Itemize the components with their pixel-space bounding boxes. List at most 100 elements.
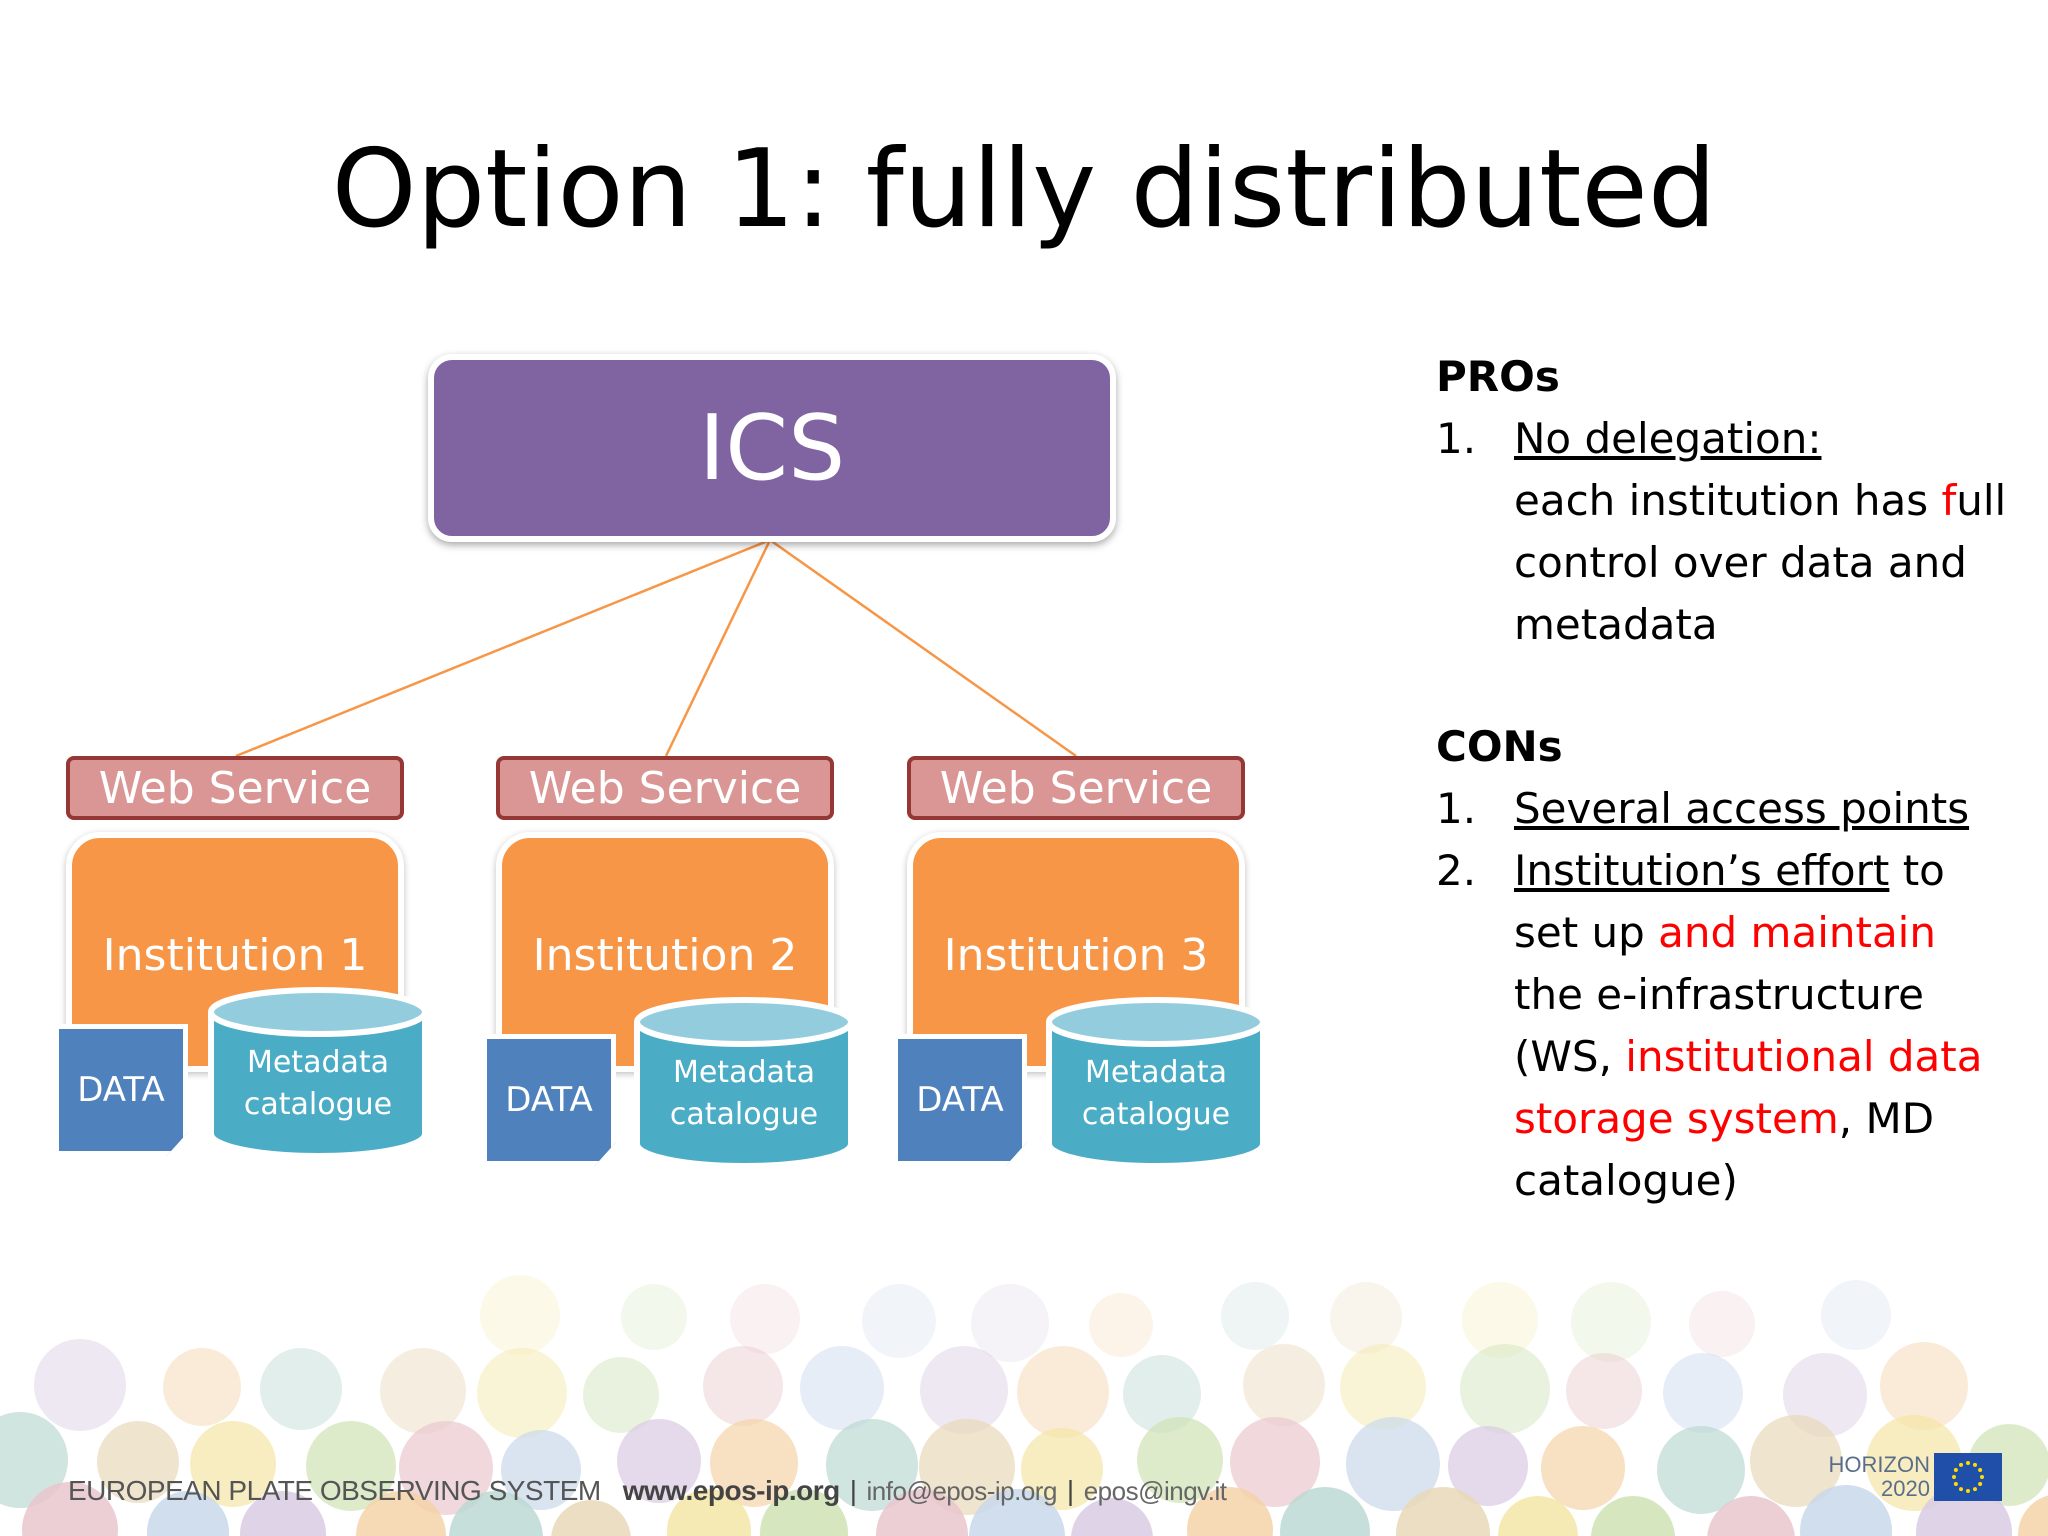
data-block-1: DATA <box>54 1024 188 1156</box>
decorative-dot <box>1280 1487 1370 1536</box>
footer-dots-background <box>0 1250 2048 1536</box>
eu-star <box>1973 1462 1977 1467</box>
decorative-dot <box>1017 1346 1109 1438</box>
decorative-dot <box>1498 1496 1578 1536</box>
decorative-dot <box>1591 1496 1675 1536</box>
item-text-red: and maintain <box>1658 908 1936 957</box>
eu-star <box>1959 1487 1963 1492</box>
item-text: , MD <box>1838 1094 1935 1143</box>
decorative-dot <box>501 1430 581 1510</box>
decorative-dot <box>919 1419 1015 1515</box>
horizon-line-2: 2020 <box>1881 1476 1930 1501</box>
footer-separator: | <box>1066 1475 1074 1506</box>
decorative-dot <box>730 1284 800 1354</box>
decorative-dot <box>1396 1487 1490 1536</box>
decorative-dot <box>34 1339 126 1431</box>
decorative-dot <box>667 1489 751 1536</box>
item-text: each institution has <box>1514 476 1942 525</box>
item-number: 1. <box>1436 414 1477 463</box>
database-icon <box>1046 997 1266 1169</box>
decorative-dot <box>1230 1417 1320 1507</box>
item-text-red: institutional data <box>1625 1032 1983 1081</box>
metadata-catalogue-3: Metadata catalogue <box>1045 994 1267 1172</box>
decorative-dot <box>1221 1282 1289 1350</box>
item-text: the e-infrastructure <box>1514 970 1924 1019</box>
eu-star <box>1973 1487 1977 1492</box>
decorative-dot <box>1448 1426 1528 1506</box>
eu-star <box>1980 1475 1984 1479</box>
cons-heading: CONs <box>1436 722 1563 771</box>
database-icon <box>634 997 854 1169</box>
horizon-2020-logo: HORIZON 2020 <box>1816 1453 2006 1507</box>
data-block-3: DATA <box>893 1034 1027 1166</box>
decorative-dot <box>1071 1498 1153 1536</box>
eu-star <box>1952 1475 1956 1479</box>
decorative-dot <box>1340 1344 1426 1430</box>
decorative-dot <box>710 1419 798 1507</box>
decorative-dot <box>380 1348 466 1434</box>
decorative-dot <box>876 1489 968 1536</box>
decorative-dot <box>826 1419 918 1511</box>
pros-item-1: 1. No delegation: each institution has f… <box>1436 408 2006 656</box>
institution-label: Institution 2 <box>532 930 798 981</box>
decorative-dot <box>969 1489 1065 1536</box>
decorative-dot <box>583 1357 659 1433</box>
decorative-dot <box>621 1284 687 1350</box>
decorative-dot <box>2018 1495 2048 1536</box>
pros-heading: PROs <box>1436 352 1560 401</box>
slide-title: Option 1: fully distributed <box>331 127 1717 252</box>
decorative-dot <box>1707 1496 1795 1536</box>
metadata-catalogue-2: Metadata catalogue <box>633 994 855 1172</box>
item-text-red: f <box>1941 476 1957 525</box>
cons-section: CONs 1. Several access points 2. Institu… <box>1436 716 1983 1212</box>
eu-star <box>1966 1489 1970 1493</box>
decorative-dot <box>190 1421 276 1507</box>
decorative-dot <box>306 1421 396 1511</box>
eu-star <box>1953 1482 1958 1486</box>
institution-label: Institution 1 <box>102 930 368 981</box>
horizon-line-1: HORIZON <box>1828 1452 1930 1477</box>
connector-line-2 <box>664 539 772 757</box>
item-text: to <box>1889 846 1945 895</box>
decorative-dot <box>97 1421 179 1503</box>
decorative-dot <box>0 1412 68 1508</box>
decorative-dot <box>1243 1344 1325 1426</box>
connector-line-3 <box>769 538 1077 758</box>
footer-email-2[interactable]: epos@ingv.it <box>1083 1476 1227 1506</box>
eu-star <box>1978 1482 1983 1486</box>
decorative-dot <box>1462 1282 1538 1358</box>
item-number: 1. <box>1436 784 1477 833</box>
catalogue-line-2: catalogue <box>1081 1097 1231 1132</box>
web-service-2: Web Service <box>496 756 834 820</box>
decorative-dot <box>1123 1355 1201 1433</box>
item-text: (WS, <box>1514 1032 1626 1081</box>
decorative-dot <box>1880 1342 1968 1430</box>
decorative-dot <box>260 1348 342 1430</box>
footer-email-1[interactable]: info@epos-ip.org <box>866 1476 1058 1506</box>
item-text-red: storage system <box>1514 1094 1839 1143</box>
connector-line-1 <box>235 538 771 758</box>
ics-box: ICS <box>428 354 1116 542</box>
item-text: catalogue) <box>1514 1156 1738 1205</box>
decorative-dot <box>1021 1428 1103 1510</box>
decorative-dot <box>22 1482 118 1536</box>
decorative-dot <box>1663 1353 1743 1433</box>
catalogue-line-1: Metadata <box>672 1055 816 1090</box>
decorative-dot <box>480 1275 560 1355</box>
footer-website-link[interactable]: www.epos-ip.org <box>622 1475 841 1506</box>
decorative-dot <box>1089 1293 1153 1357</box>
decorative-dot <box>1330 1282 1402 1354</box>
institution-label: Institution 3 <box>943 930 1209 981</box>
web-service-1: Web Service <box>66 756 404 820</box>
decorative-dot <box>551 1500 631 1536</box>
eu-star <box>1978 1468 1983 1472</box>
eu-star <box>1966 1461 1970 1465</box>
item-title: Several access points <box>1514 784 1970 833</box>
decorative-dot <box>1187 1487 1273 1536</box>
item-title: No delegation: <box>1514 414 1822 463</box>
pros-section: PROs 1. No delegation: each institution … <box>1436 346 2006 656</box>
decorative-dot <box>1750 1415 1842 1507</box>
eu-star <box>1959 1462 1963 1467</box>
